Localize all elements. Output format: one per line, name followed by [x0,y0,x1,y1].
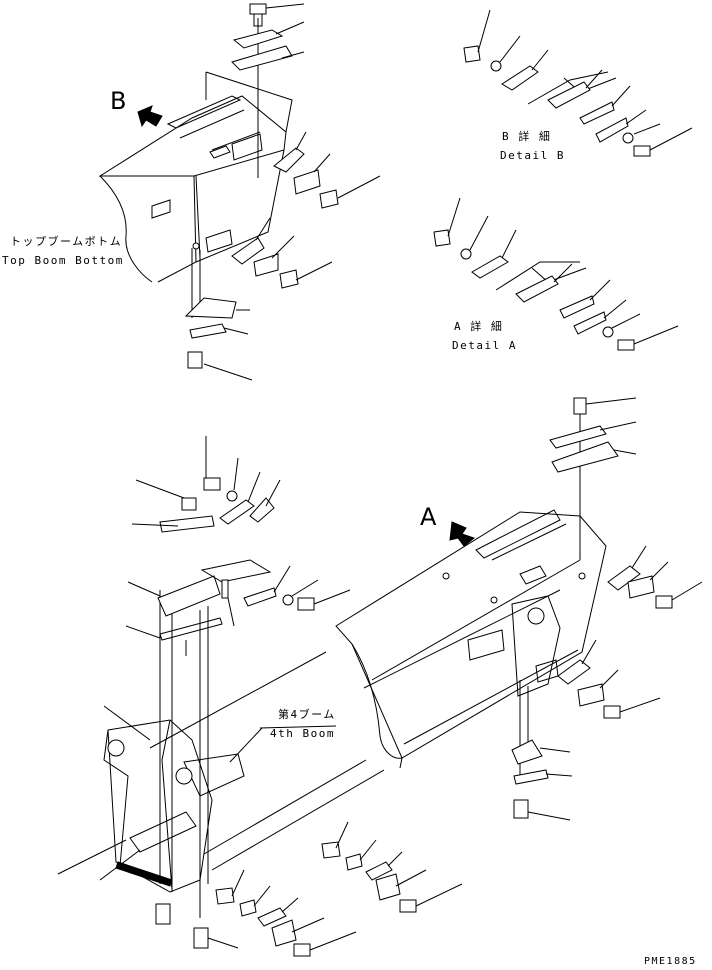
top-boom-bottom-en-label: Top Boom Bottom [2,254,124,267]
detail-a-arrow [449,521,476,547]
detail-b-jp-label: B 詳 細 [502,130,552,143]
fourth-boom-base-bracket [103,590,385,918]
detail-a-en-label: Detail A [452,339,517,352]
marker-a-label: A [420,503,437,531]
lower-fastener-group [57,705,463,957]
upper-plate-assembly [125,436,351,656]
marker-b-label: B [110,87,127,115]
detail-b-arrow [137,105,163,128]
fourth-boom-assembly [335,404,607,780]
fourth-boom-right-parts [511,397,703,821]
fourth-boom-jp-label: 第4ブーム [278,708,336,721]
top-bolt-and-shims [231,3,305,71]
detail-a-jp-label: A 詳 細 [454,320,504,333]
top-boom-side-parts [184,131,381,381]
detail-a-view [433,197,679,351]
top-boom-bottom-jp-label: トップブームボトム [10,235,123,248]
detail-b-view [463,9,693,157]
detail-b-en-label: Detail B [500,149,565,162]
drawing-code: PME1885 [644,956,697,967]
top-boom-bottom-assembly [98,18,293,318]
fourth-boom-en-label: 4th Boom [270,727,335,740]
